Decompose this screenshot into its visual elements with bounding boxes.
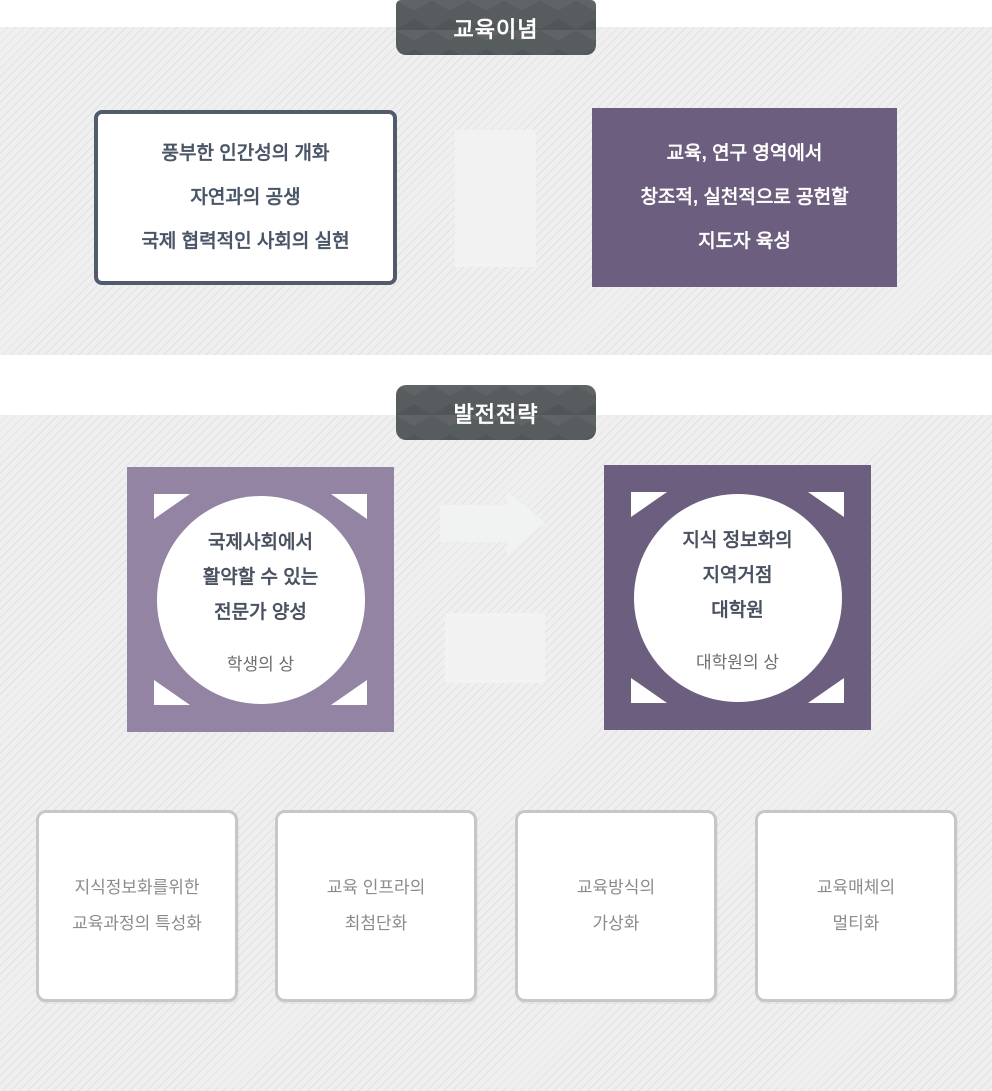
goal-line: 교육, 연구 영역에서	[666, 142, 823, 164]
corner-triangle-icon	[331, 680, 367, 705]
strategy-box-multimedia: 교육매체의 멀티화	[755, 810, 957, 1002]
goal-line: 지도자 육성	[698, 230, 791, 252]
strategy-box-line: 교육과정의 특성화	[72, 914, 202, 933]
graduate-vision-line: 대학원	[711, 599, 764, 621]
strategy-box-curriculum: 지식정보화를위한 교육과정의 특성화	[36, 810, 238, 1002]
development-strategy-badge-label: 발전전략	[453, 401, 539, 427]
strategy-box-line: 지식정보화를위한	[74, 878, 200, 897]
strategy-box-line: 멀티화	[832, 914, 880, 933]
graduate-vision-circle: 지식 정보화의 지역거점 대학원 대학원의 상	[633, 493, 842, 702]
education-philosophy-badge-label: 교육이념	[453, 16, 539, 42]
philosophy-line: 국제 협력적인 사회의 실현	[141, 230, 350, 252]
graduate-vision-card: 지식 정보화의 지역거점 대학원 대학원의 상	[604, 465, 871, 730]
strategy-box-line: 최첨단화	[344, 914, 408, 933]
strategy-box-line: 가상화	[592, 914, 640, 933]
connector-placeholder	[445, 613, 545, 683]
student-vision-line: 국제사회에서	[208, 531, 313, 553]
goal-box: 교육, 연구 영역에서 창조적, 실천적으로 공헌할 지도자 육성	[592, 108, 897, 287]
right-arrow-icon	[440, 491, 545, 555]
philosophy-line: 풍부한 인간성의 개화	[161, 142, 330, 164]
philosophy-box: 풍부한 인간성의 개화 자연과의 공생 국제 협력적인 사회의 실현	[94, 110, 397, 285]
corner-triangle-icon	[808, 678, 844, 703]
corner-triangle-icon	[331, 494, 367, 519]
student-vision-line: 활약할 수 있는	[202, 566, 319, 588]
corner-triangle-icon	[631, 678, 667, 703]
graduate-vision-line: 지식 정보화의	[682, 529, 793, 551]
philosophy-line: 자연과의 공생	[190, 186, 301, 208]
goal-line: 창조적, 실천적으로 공헌할	[640, 186, 849, 208]
connector-placeholder	[455, 130, 536, 267]
graduate-vision-line: 지역거점	[702, 564, 773, 586]
corner-triangle-icon	[808, 492, 844, 517]
strategy-box-line: 교육매체의	[816, 878, 896, 897]
graduate-vision-caption: 대학원의 상	[696, 652, 779, 672]
strategy-box-virtualization: 교육방식의 가상화	[515, 810, 717, 1002]
student-vision-circle: 국제사회에서 활약할 수 있는 전문가 양성 학생의 상	[156, 495, 365, 704]
student-vision-card: 국제사회에서 활약할 수 있는 전문가 양성 학생의 상	[127, 467, 394, 732]
development-strategy-badge: 발전전략	[396, 385, 596, 440]
corner-triangle-icon	[154, 680, 190, 705]
education-philosophy-badge: 교육이념	[396, 0, 596, 55]
strategy-box-infrastructure: 교육 인프라의 최첨단화	[275, 810, 477, 1002]
corner-triangle-icon	[154, 494, 190, 519]
student-vision-line: 전문가 양성	[214, 601, 307, 623]
corner-triangle-icon	[631, 492, 667, 517]
strategy-box-line: 교육 인프라의	[326, 878, 426, 897]
strategy-box-line: 교육방식의	[576, 878, 656, 897]
student-vision-caption: 학생의 상	[226, 654, 295, 674]
